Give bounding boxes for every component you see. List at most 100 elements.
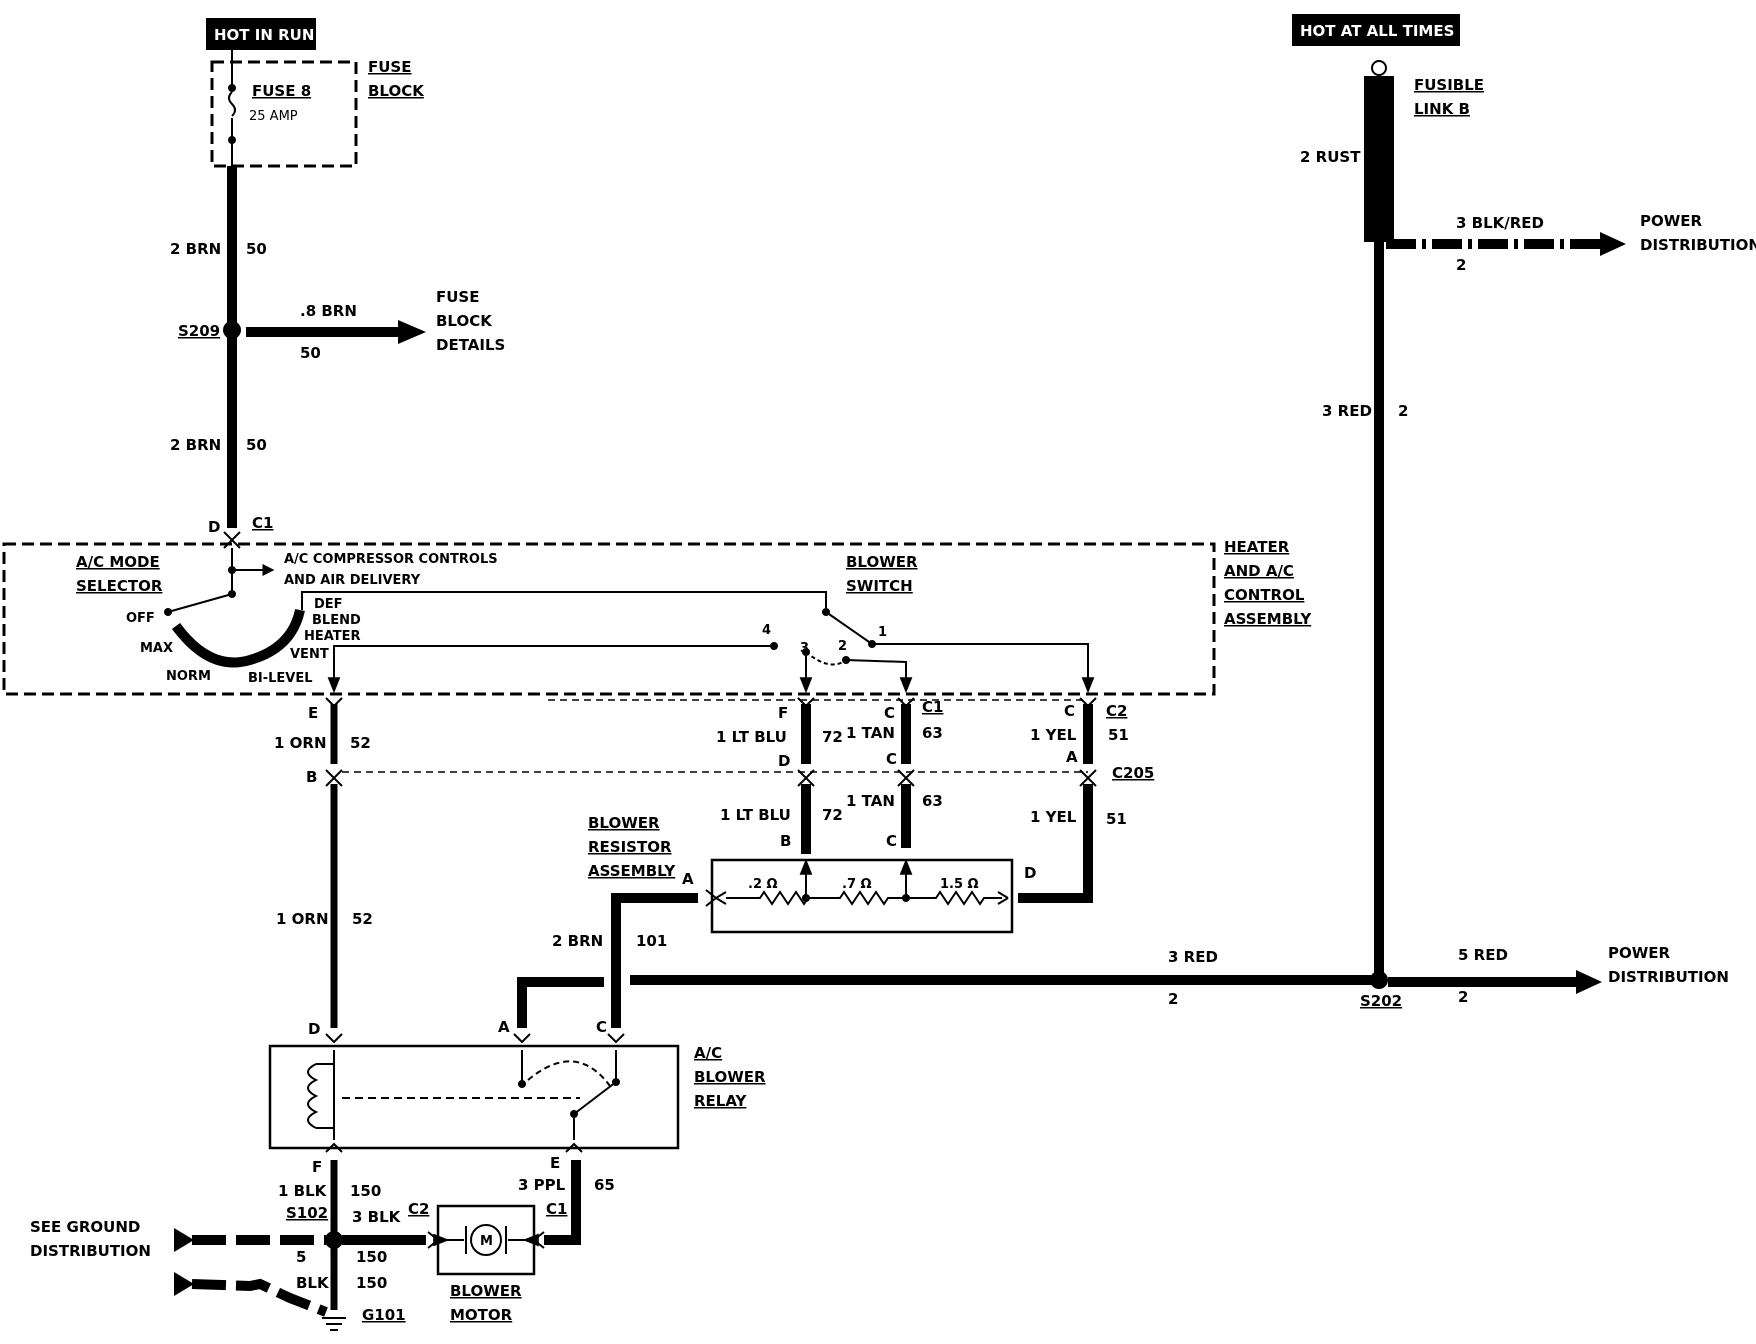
wire-label: 2 BRN	[170, 436, 221, 454]
fuse-block-title-2: BLOCK	[368, 82, 425, 100]
fuse-block-title-1: FUSE	[368, 58, 411, 76]
fuse-block: FUSE BLOCK FUSE 8 25 AMP	[210, 50, 425, 168]
dest-label: BLOCK	[436, 312, 493, 330]
mode-selector-title: SELECTOR	[76, 577, 163, 595]
wire-label: 1 TAN	[846, 724, 895, 742]
wire-label: 5 RED	[1458, 946, 1508, 964]
resistor-network	[726, 890, 1002, 906]
hot-in-run-label: HOT IN RUN	[214, 26, 314, 44]
mode-norm: NORM	[166, 669, 211, 684]
relay-title: RELAY	[694, 1092, 748, 1110]
fusible-link-eyelet	[1371, 60, 1387, 76]
wire-label: 3 BLK	[352, 1208, 402, 1226]
wire-label: 2 BRN	[552, 932, 603, 950]
wire-label: 1 LT BLU	[720, 806, 791, 824]
blower-switch-wiper	[825, 611, 873, 645]
ppl-65-wire	[544, 1160, 581, 1245]
brn-101-wire	[611, 893, 698, 1028]
dest-label: DETAILS	[436, 336, 505, 354]
mode-selector-track	[171, 608, 305, 668]
connector-pin: C	[886, 832, 897, 850]
connector-pin: D	[308, 1020, 320, 1038]
splice-s102-label: S102	[286, 1204, 328, 1222]
resistor-r3: 1.5 Ω	[940, 877, 979, 892]
wire-circuit: 51	[1108, 726, 1129, 744]
blower-switch-title: SWITCH	[846, 577, 913, 595]
wire-circuit: 2	[1458, 988, 1468, 1006]
control-assembly-box	[2, 542, 1216, 696]
dest-label: DISTRIBUTION	[30, 1242, 151, 1260]
mode-selector-title: A/C MODE	[76, 553, 160, 571]
connector-id: C1	[252, 514, 273, 532]
motor-title: MOTOR	[450, 1306, 513, 1324]
connector-pin: D	[1024, 864, 1036, 882]
switch-pos-3: 3	[800, 641, 809, 656]
relay-contact	[573, 1081, 617, 1115]
connector-pin: F	[312, 1158, 322, 1176]
control-assembly-title: CONTROL	[1224, 586, 1305, 604]
wire-label: 3 BLK/RED	[1456, 214, 1544, 232]
wire-label: 1 BLK	[278, 1182, 328, 1200]
connector-pin: C	[884, 704, 895, 722]
connector-id: C1	[922, 698, 943, 716]
arrow-ground-2	[174, 1272, 194, 1296]
ac-blower-relay	[268, 1044, 680, 1150]
wire-circuit: 51	[1106, 810, 1127, 828]
dest-label: SEE GROUND	[30, 1218, 140, 1236]
switch-pos-1: 1	[878, 625, 887, 640]
splice-s209-label: S209	[178, 322, 220, 340]
wire-circuit: 150	[356, 1248, 387, 1266]
mode-def: DEF	[314, 597, 343, 612]
wire-circuit: 2	[1456, 256, 1466, 274]
wire-circuit: 72	[822, 806, 843, 824]
control-assembly-title: AND A/C	[1224, 562, 1294, 580]
wire-circuit: 50	[246, 436, 267, 454]
mode-blend: BLEND	[312, 613, 361, 628]
connector-id: C2	[1106, 702, 1127, 720]
fuse-icon	[228, 91, 236, 117]
connector-pin: A	[682, 870, 694, 888]
connector-c205: C205	[1112, 764, 1154, 782]
wire-circuit: 50	[246, 240, 267, 258]
connector-pin: D	[778, 752, 790, 770]
wire-label: .8 BRN	[300, 302, 357, 320]
hot-at-all-times-tag: HOT AT ALL TIMES	[1292, 14, 1460, 46]
connector-pin: E	[550, 1154, 560, 1172]
mode-vent: VENT	[290, 647, 329, 662]
switch-pos-4: 4	[762, 623, 771, 638]
connector-pin: D	[208, 518, 220, 536]
arrow-fuse-details	[398, 320, 426, 344]
wire-label: 1 LT BLU	[716, 728, 787, 746]
dest-label: FUSE	[436, 288, 479, 306]
arrow-power-distribution-bottom	[1576, 970, 1602, 994]
fusible-link-title: FUSIBLE	[1414, 76, 1484, 94]
splice-s102	[325, 1231, 343, 1249]
fusible-link-b	[1364, 76, 1394, 242]
splice-s202	[1370, 971, 1388, 989]
mode-off: OFF	[126, 611, 155, 626]
wire-label: 1 ORN	[274, 734, 327, 752]
wire-circuit: 150	[356, 1274, 387, 1292]
wire-circuit: 50	[300, 344, 321, 362]
connector-pin: A	[498, 1018, 510, 1036]
resistor-title: ASSEMBLY	[588, 862, 676, 880]
wire-label: 1 TAN	[846, 792, 895, 810]
mode-selector-wiper	[167, 593, 233, 613]
wire-circuit: 150	[350, 1182, 381, 1200]
wire-label: BLK	[296, 1274, 330, 1292]
splice-s209	[223, 321, 241, 339]
wire-label: 2 RUST	[1300, 148, 1361, 166]
control-assembly-title: ASSEMBLY	[1224, 610, 1312, 628]
motor-icon	[470, 1224, 502, 1256]
splice-s202-label: S202	[1360, 992, 1402, 1010]
relay-coil-icon	[307, 1063, 319, 1129]
fuse-8-label: FUSE 8	[252, 82, 311, 100]
wire-circuit: 101	[636, 932, 667, 950]
ground-g101-label: G101	[362, 1306, 406, 1324]
wire-circuit: 52	[350, 734, 371, 752]
connector-pin: F	[778, 704, 788, 722]
motor-title: BLOWER	[450, 1282, 522, 1300]
switch-pos-2: 2	[838, 639, 847, 654]
wire-circuit: 72	[822, 728, 843, 746]
dest-label: DISTRIBUTION	[1608, 968, 1729, 986]
